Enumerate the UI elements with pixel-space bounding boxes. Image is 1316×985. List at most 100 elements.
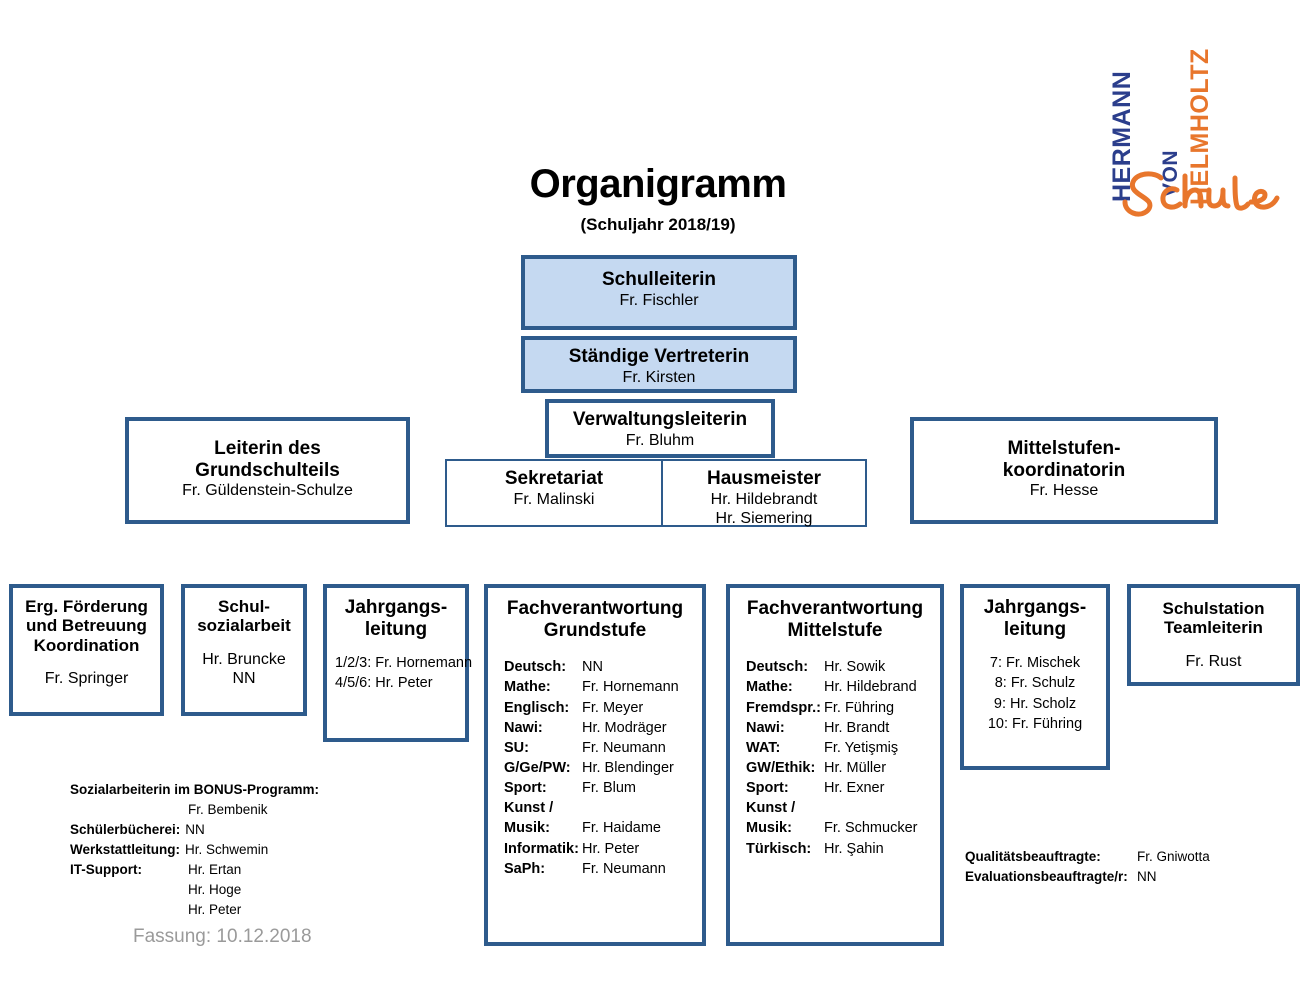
subject-label: Mathe: bbox=[504, 679, 551, 696]
schulleiterin-person: Fr. Fischler bbox=[619, 291, 699, 309]
subject-person: Fr. Neumann bbox=[582, 739, 666, 756]
subject-row: Informatik:Hr. Peter bbox=[504, 839, 702, 859]
subject-person: Fr. Neumann bbox=[582, 860, 666, 877]
schulstation-title-line-1: Schulstation bbox=[1162, 599, 1265, 618]
subject-row: GW/Ethik:Hr. Müller bbox=[746, 758, 940, 778]
foerderung-title-line-2: und Betreuung bbox=[26, 616, 147, 636]
version-note: Fassung: 10.12.2018 bbox=[133, 926, 312, 947]
subject-person: Hr. Modräger bbox=[582, 719, 667, 736]
box-fachverantwortung-mittelstufe[interactable]: Fachverantwortung Mittelstufe Deutsch:Hr… bbox=[726, 584, 944, 946]
list-item: 4/5/6: Hr. Peter bbox=[335, 675, 433, 692]
box-leiterin-grundschulteil[interactable]: Leiterin des Grundschulteils Fr. Güldens… bbox=[125, 417, 410, 524]
bonus-label: Sozialarbeiterin im BONUS-Programm: bbox=[70, 782, 320, 797]
bonus-person-row: Fr. Bembenik bbox=[70, 800, 400, 820]
subject-label: Englisch: bbox=[504, 699, 570, 716]
box-sekretariat[interactable]: Sekretariat Fr. Malinski bbox=[445, 459, 663, 527]
subject-row: Englisch:Fr. Meyer bbox=[504, 698, 702, 718]
subject-person: Hr. Blendinger bbox=[582, 760, 674, 777]
grundschulteil-role-line-1: Leiterin des bbox=[214, 438, 321, 459]
subject-person: Hr. Hildebrand bbox=[824, 679, 917, 696]
vertreterin-person: Fr. Kirsten bbox=[622, 368, 696, 386]
subject-row: Fremdspr.:Fr. Führing bbox=[746, 698, 940, 718]
hausmeister-person-2: Hr. Siemering bbox=[715, 509, 813, 527]
fach-mittel-title-line-2: Mittelstufe bbox=[787, 619, 883, 641]
jahrgang-gs-title-line-1: Jahrgangs- bbox=[344, 597, 448, 618]
subject-row: Nawi: Hr. Modräger bbox=[504, 718, 702, 738]
subject-row: SU:Fr. Neumann bbox=[504, 738, 702, 758]
subject-person: Hr. Sowik bbox=[824, 659, 886, 676]
subject-person: Fr. Hornemann bbox=[582, 679, 679, 696]
subject-person: Hr. Müller bbox=[824, 760, 887, 777]
grundschulteil-person: Fr. Güldenstein-Schulze bbox=[182, 482, 353, 500]
werkstatt-label: Werkstattleitung: bbox=[70, 841, 181, 857]
sozialarbeit-person-1: Hr. Bruncke bbox=[202, 650, 286, 668]
page-subtitle: (Schuljahr 2018/19) bbox=[580, 215, 736, 234]
subject-label: Sport: bbox=[746, 780, 789, 797]
subject-row: Deutsch:NN bbox=[504, 657, 702, 677]
box-hausmeister[interactable]: Hausmeister Hr. Hildebrandt Hr. Siemerin… bbox=[661, 459, 867, 527]
bonus-row: Sozialarbeiterin im BONUS-Programm: bbox=[70, 780, 400, 800]
list-item: 7: Fr. Mischek bbox=[989, 655, 1081, 672]
mittelstufenkoordinatorin-role-line-1: Mittelstufen- bbox=[1007, 438, 1121, 459]
subject-person: Fr. Yetişmiş bbox=[824, 739, 899, 756]
subject-label: G/Ge/PW: bbox=[504, 760, 571, 777]
box-schulsozialarbeit[interactable]: Schul- sozialarbeit Hr. Bruncke NN bbox=[181, 584, 307, 716]
subject-row: G/Ge/PW: Hr. Blendinger bbox=[504, 758, 702, 778]
subject-row: Nawi: Hr. Brandt bbox=[746, 718, 940, 738]
jahrgang-ms-list: 7: Fr. Mischek 8: Fr. Schulz 9: Hr. Scholz… bbox=[964, 653, 1106, 734]
list-item: 1/2/3: Fr. Hornemann bbox=[335, 655, 473, 672]
box-schulleiterin[interactable]: Schulleiterin Fr. Fischler bbox=[521, 255, 797, 330]
list-item: 8: Fr. Schulz bbox=[994, 675, 1076, 692]
subject-label: Kunst / bbox=[746, 800, 796, 817]
foerderung-person: Fr. Springer bbox=[44, 670, 129, 688]
subject-person: Hr. Brandt bbox=[824, 719, 890, 736]
werkstatt-person: Hr. Schwemin bbox=[185, 841, 269, 857]
list-item: 9: Hr. Scholz bbox=[993, 695, 1077, 712]
schulstation-title-line-2: Teamleiterin bbox=[1164, 618, 1263, 638]
subject-row: Mathe:Hr. Hildebrand bbox=[746, 677, 940, 697]
subject-label: Deutsch: bbox=[504, 659, 567, 676]
school-logo: HERMANN VON HELMHOLTZ bbox=[1105, 28, 1285, 218]
subject-person: Fr. Schmucker bbox=[824, 820, 918, 837]
evaluation-row: Evaluationsbeauftragte/r: NN bbox=[965, 867, 1295, 887]
schulleiterin-role: Schulleiterin bbox=[601, 269, 717, 290]
sozialarbeit-title-line-1: Schul- bbox=[218, 597, 270, 616]
subject-row: Sport:Fr. Blum bbox=[504, 778, 702, 798]
buecherei-label: Schülerbücherei: bbox=[70, 821, 181, 837]
it-support-person-1: Hr. Ertan bbox=[188, 861, 242, 877]
subject-label: Deutsch: bbox=[746, 659, 809, 676]
subject-person: Hr. Peter bbox=[582, 840, 640, 857]
subject-person: Fr. Haidame bbox=[582, 820, 661, 837]
hausmeister-person-1: Hr. Hildebrandt bbox=[710, 490, 818, 508]
it-support-row-2: Hr. Hoge bbox=[70, 880, 400, 900]
subject-label: Nawi: bbox=[746, 719, 785, 736]
subject-label: Kunst / bbox=[504, 800, 554, 817]
grundschulteil-role-line-2: Grundschulteils bbox=[195, 459, 340, 481]
subject-row: Musik: Fr. Schmucker bbox=[746, 818, 940, 838]
mittelstufenkoordinatorin-person: Fr. Hesse bbox=[1029, 482, 1099, 500]
page-title: Organigramm bbox=[529, 162, 787, 206]
box-ergaenzende-foerderung[interactable]: Erg. Förderung und Betreuung Koordinatio… bbox=[9, 584, 164, 716]
subject-label: Musik: bbox=[746, 820, 792, 837]
box-verwaltungsleiterin[interactable]: Verwaltungsleiterin Fr. Bluhm bbox=[545, 399, 775, 458]
it-support-person-3: Hr. Peter bbox=[188, 901, 242, 917]
qualitaet-label: Qualitätsbeauftragte: bbox=[965, 849, 1101, 864]
logo-script-schule-icon bbox=[1122, 171, 1280, 217]
foerderung-title-line-3: Koordination bbox=[33, 635, 140, 655]
quality-roles-block: Qualitätsbeauftragte: Fr. Gniwotta Evalu… bbox=[965, 847, 1295, 887]
jahrgang-ms-title-line-2: leitung bbox=[1003, 618, 1067, 640]
box-mittelstufenkoordinatorin[interactable]: Mittelstufen- koordinatorin Fr. Hesse bbox=[910, 417, 1218, 524]
subject-label: Nawi: bbox=[504, 719, 543, 736]
it-support-person-2: Hr. Hoge bbox=[188, 881, 242, 897]
box-staendige-vertreterin[interactable]: Ständige Vertreterin Fr. Kirsten bbox=[521, 336, 797, 393]
subject-person: Hr. Exner bbox=[824, 780, 885, 797]
mittelstufenkoordinatorin-role-line-2: koordinatorin bbox=[1002, 459, 1126, 481]
box-schulstation-teamleiterin[interactable]: Schulstation Teamleiterin Fr. Rust bbox=[1127, 584, 1300, 686]
subject-row: WAT:Fr. Yetişmiş bbox=[746, 738, 940, 758]
subject-row: Mathe: Fr. Hornemann bbox=[504, 677, 702, 697]
